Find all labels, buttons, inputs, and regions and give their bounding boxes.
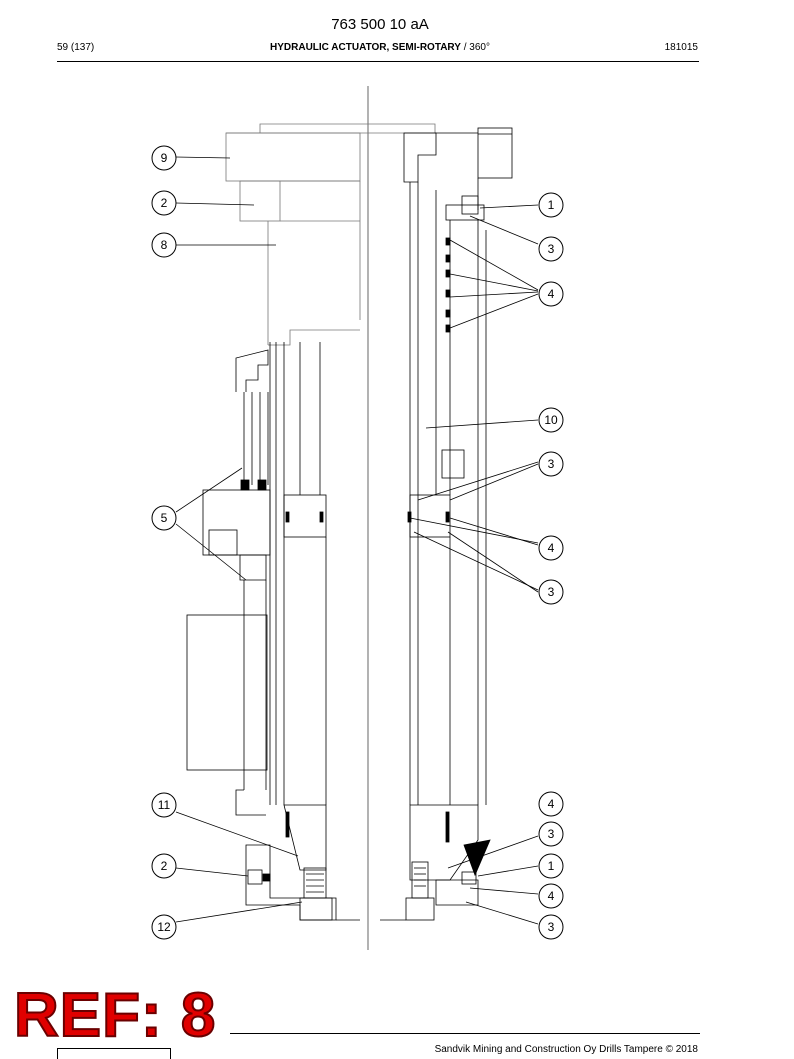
page-title: HYDRAULIC ACTUATOR, SEMI-ROTARY / 360° <box>0 42 760 53</box>
callout-label: 11 <box>158 798 171 812</box>
page-number: 59 (137) <box>57 42 95 53</box>
callout-label: 1 <box>548 859 555 873</box>
top-cap <box>225 123 513 222</box>
callout-label: 12 <box>157 920 171 934</box>
revision-date: 181015 <box>664 42 698 53</box>
callout-label: 3 <box>548 242 555 256</box>
callout-label: 3 <box>548 920 555 934</box>
ref-stamp: REF: 8 <box>13 981 217 1050</box>
callout-labels: 9 2 8 5 11 2 12 1 3 4 10 3 4 3 4 3 1 4 3 <box>157 151 558 934</box>
callout-label: 4 <box>548 287 555 301</box>
callout-label: 2 <box>161 196 168 210</box>
document-number: 763 500 10 aA <box>331 16 429 33</box>
leader-lines <box>175 156 539 925</box>
shaft-left <box>267 181 361 346</box>
callout-label: 4 <box>548 797 555 811</box>
callout-label: 2 <box>161 859 168 873</box>
callout-label: 3 <box>548 457 555 471</box>
cylinder-left <box>245 342 360 921</box>
footer-rule <box>230 1033 700 1034</box>
header-rule <box>57 61 699 62</box>
callout-label: 10 <box>544 413 558 427</box>
cylinder-right <box>380 182 491 921</box>
footer-copyright: Sandvik Mining and Construction Oy Drill… <box>434 1044 698 1055</box>
callout-label: 1 <box>548 198 555 212</box>
page-title-text: HYDRAULIC ACTUATOR, SEMI-ROTARY <box>270 42 461 53</box>
callout-label: 9 <box>161 151 168 165</box>
callout-label: 3 <box>548 827 555 841</box>
callout-label: 4 <box>548 889 555 903</box>
callout-circles <box>151 145 564 940</box>
hydraulic-line-left <box>186 349 271 816</box>
page-title-suffix: / 360° <box>460 42 490 53</box>
callout-label: 8 <box>161 238 168 252</box>
callout-label: 5 <box>161 511 168 525</box>
callout-label: 3 <box>548 585 555 599</box>
callout-label: 4 <box>548 541 555 555</box>
